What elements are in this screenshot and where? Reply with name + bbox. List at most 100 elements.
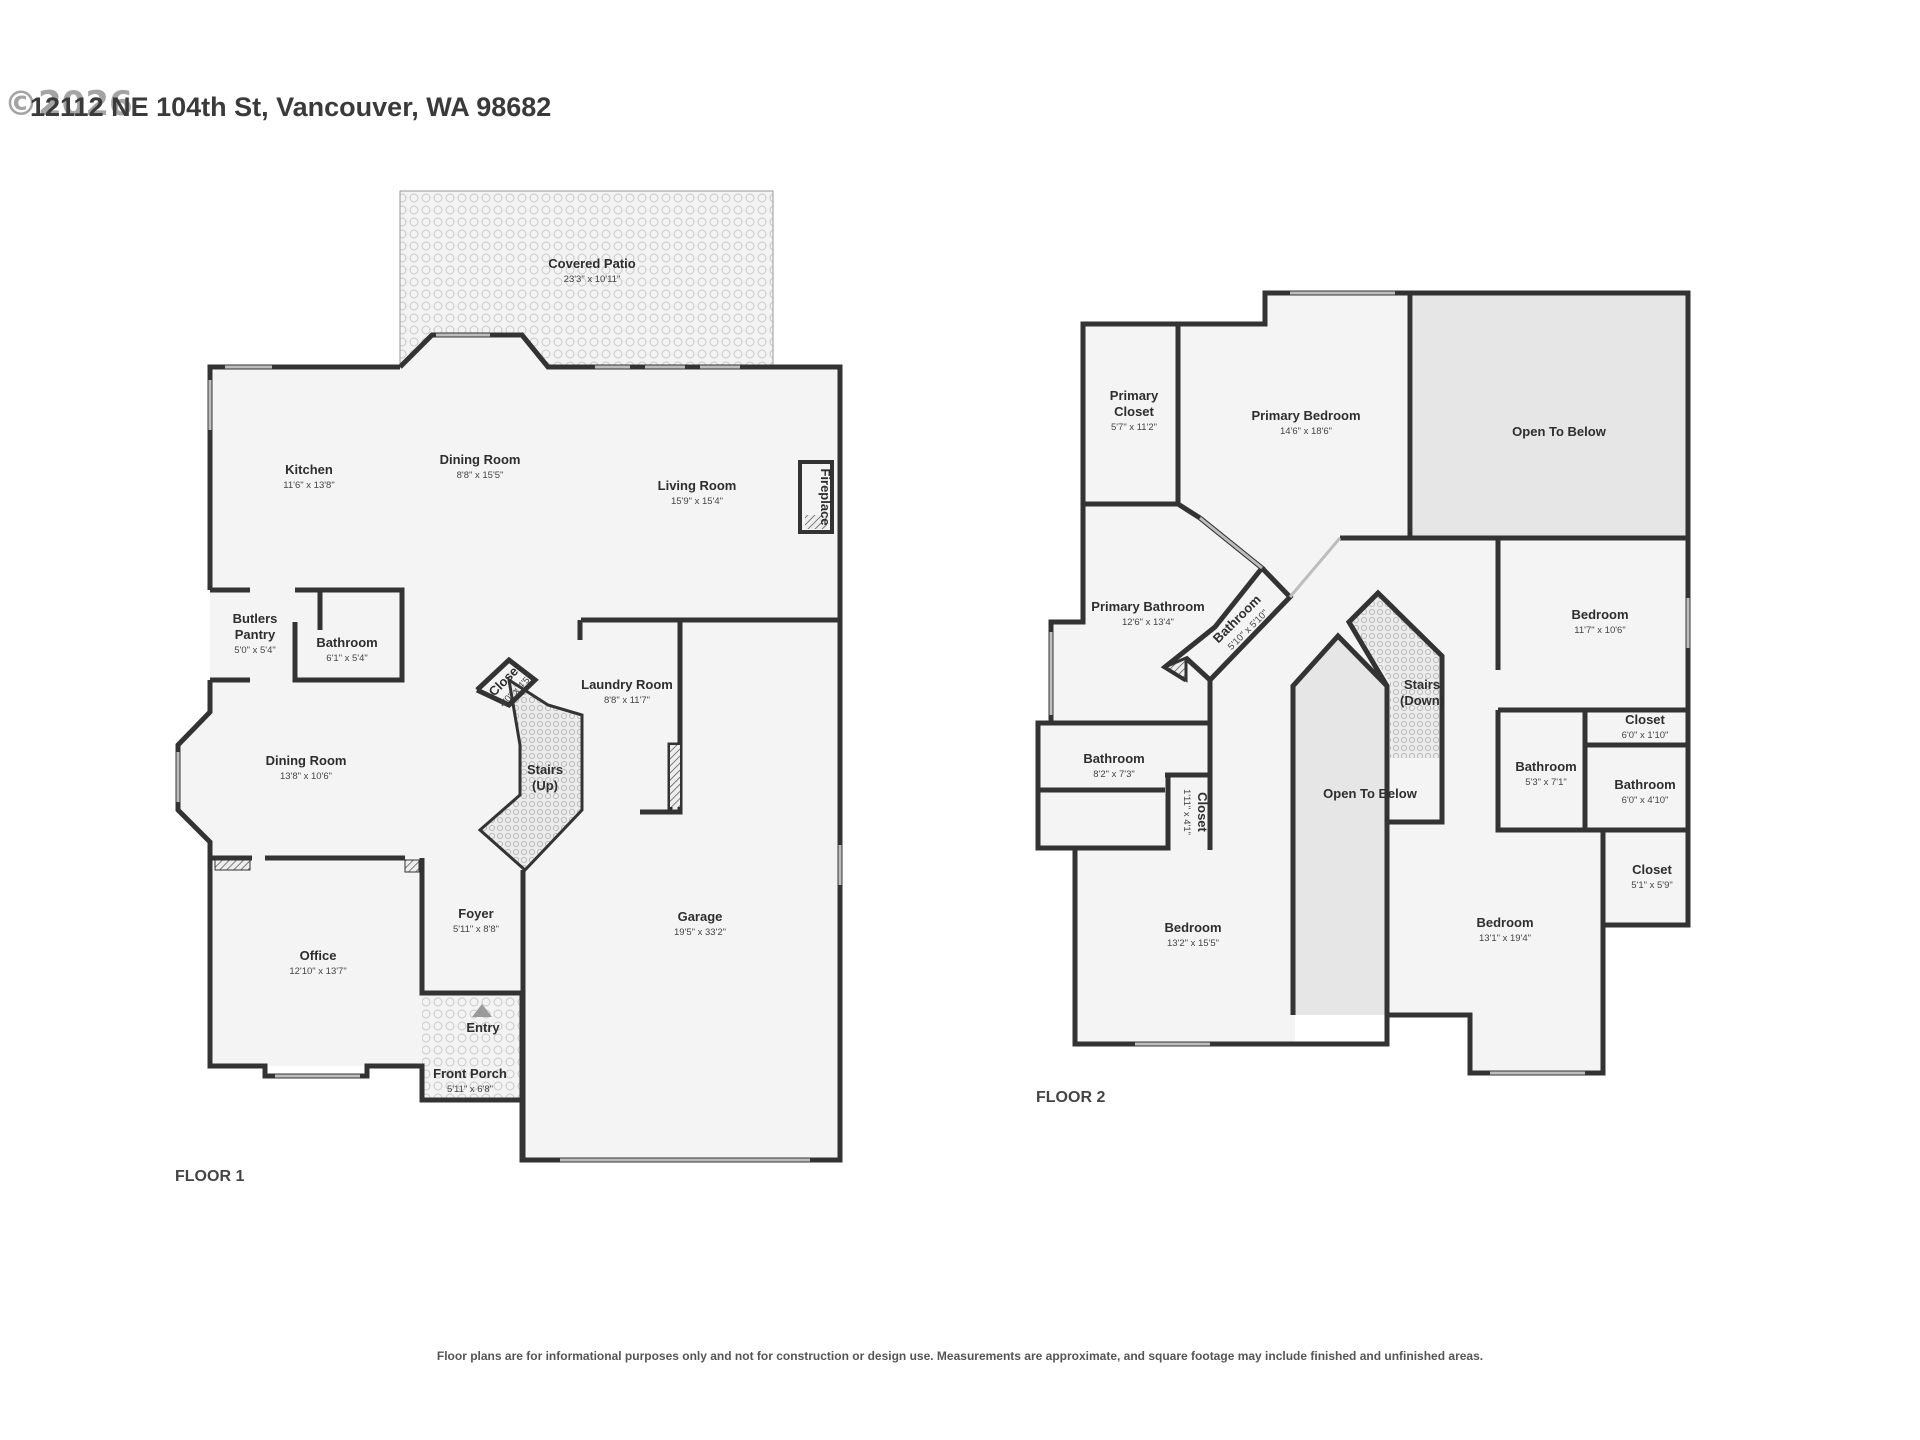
front-porch-area — [422, 993, 522, 1100]
room-label-living-room: Living Room 15'9" x 15'4" — [658, 478, 737, 507]
room-dimensions: 6'0" x 1'10" — [1622, 730, 1669, 741]
copyright-watermark: ©2026 — [4, 84, 133, 124]
open-to-below-1-area — [1413, 293, 1688, 536]
room-name: Bathroom — [316, 635, 377, 650]
room-name: Closet — [1632, 862, 1672, 877]
room-name: Kitchen — [285, 462, 333, 477]
room-name: Front Porch — [433, 1066, 507, 1081]
room-name: Fireplace — [818, 468, 833, 525]
room-dimensions: 6'1" x 5'4" — [326, 653, 368, 664]
room-label-closet-ne: Closet 6'0" x 1'10" — [1622, 712, 1669, 741]
room-dimensions: 15'9" x 15'4" — [671, 496, 723, 507]
room-name: Office — [300, 948, 337, 963]
room-name: Entry — [466, 1020, 500, 1035]
room-label-bedroom-se: Bedroom 13'1" x 19'4" — [1476, 915, 1533, 944]
room-dimensions: 23'3" x 10'11" — [564, 274, 621, 285]
disclaimer-text: Floor plans are for informational purpos… — [436, 1349, 1484, 1363]
room-dimensions: 5'11" x 8'8" — [453, 924, 499, 935]
room-label-stairs-up: Stairs(Up) — [527, 762, 563, 793]
room-name: Foyer — [458, 906, 493, 921]
open-to-below-2-area — [1293, 636, 1387, 1015]
room-dimensions: 5'0" x 5'4" — [234, 645, 276, 656]
room-label-foyer: Foyer 5'11" x 8'8" — [453, 906, 499, 935]
room-dimensions: 5'1" x 5'9" — [1631, 880, 1673, 891]
room-name: (Down) — [1400, 693, 1444, 708]
room-name: Closet — [1625, 712, 1665, 727]
room-name: Open To Below — [1512, 424, 1607, 439]
room-label-laundry-room: Laundry Room 8'8" x 11'7" — [581, 677, 673, 706]
room-dimensions: 5'3" x 7'1" — [1525, 777, 1567, 788]
room-dimensions: 13'8" x 10'6" — [280, 771, 332, 782]
room-label-front-porch: Front Porch 5'11" x 6'8" — [433, 1066, 507, 1095]
property-address-title: 12112 NE 104th St, Vancouver, WA 98682 — [30, 92, 552, 122]
room-label-garage: Garage 19'5" x 33'2" — [674, 909, 726, 938]
room-name: Pantry — [235, 627, 276, 642]
room-dimensions: 5'7" x 11'2" — [1111, 422, 1157, 433]
room-label-kitchen: Kitchen 11'6" x 13'8" — [283, 462, 334, 491]
room-label-bathroom: Bathroom 6'1" x 5'4" — [316, 635, 377, 664]
room-name: Open To Below — [1323, 786, 1418, 801]
room-dimensions: 12'6" x 13'4" — [1122, 617, 1174, 628]
room-dimensions: 11'6" x 13'8" — [283, 480, 334, 491]
room-dimensions: 14'6" x 18'6" — [1280, 426, 1332, 437]
room-name: Butlers — [233, 611, 278, 626]
room-label-bedroom-sw: Bedroom 13'2" x 15'5" — [1164, 920, 1221, 949]
room-label-primary-bedroom: Primary Bedroom 14'6" x 18'6" — [1251, 408, 1360, 437]
room-name: Bedroom — [1476, 915, 1533, 930]
room-name: (Up) — [532, 778, 558, 793]
room-dimensions: 5'11" x 6'8" — [447, 1084, 493, 1095]
room-label-open-to-below-2: Open To Below — [1323, 786, 1418, 801]
room-label-dining-room-2: Dining Room 13'8" x 10'6" — [266, 753, 347, 782]
room-label-primary-bathroom: Primary Bathroom 12'6" x 13'4" — [1091, 599, 1204, 628]
floor-1-label: FLOOR 1 — [175, 1168, 245, 1185]
room-dimensions: 8'8" x 11'7" — [604, 695, 650, 706]
room-name: Stairs — [527, 762, 563, 777]
room-dimensions: 12'10" x 13'7" — [289, 966, 346, 977]
room-dimensions: 19'5" x 33'2" — [674, 927, 726, 938]
room-label-covered-patio: Covered Patio 23'3" x 10'11" — [548, 256, 635, 285]
room-name: Dining Room — [440, 452, 521, 467]
room-dimensions: 8'8" x 15'5" — [457, 470, 504, 481]
floor-2-label: FLOOR 2 — [1036, 1089, 1106, 1106]
room-name: Bedroom — [1571, 607, 1628, 622]
room-name: Living Room — [658, 478, 737, 493]
room-label-closet-se: Closet 5'1" x 5'9" — [1631, 862, 1673, 891]
room-dimensions: 8'2" x 7'3" — [1093, 769, 1135, 780]
room-dimensions: 13'1" x 19'4" — [1479, 933, 1531, 944]
room-name: Garage — [678, 909, 723, 924]
room-name: Covered Patio — [548, 256, 635, 271]
room-name: Stairs — [1404, 677, 1440, 692]
room-name: Bedroom — [1164, 920, 1221, 935]
entry-arrow-icon — [472, 1004, 492, 1017]
room-name: Bathroom — [1614, 777, 1675, 792]
room-label-fireplace: Fireplace — [818, 468, 833, 525]
room-name: Laundry Room — [581, 677, 673, 692]
room-label-bathroom-e: Bathroom 6'0" x 4'10" — [1614, 777, 1675, 806]
room-label-bathroom-c: Bathroom 5'3" x 7'1" — [1515, 759, 1576, 788]
room-name: Bathroom — [1515, 759, 1576, 774]
room-name: Closet — [1114, 404, 1154, 419]
room-label-entry: Entry — [466, 1020, 500, 1035]
room-dimensions: 1'11" x 4'1" — [1181, 789, 1192, 835]
room-dimensions: 13'2" x 15'5" — [1167, 938, 1219, 949]
room-dimensions: 6'0" x 4'10" — [1622, 795, 1669, 806]
room-label-dining-room-1: Dining Room 8'8" x 15'5" — [440, 452, 521, 481]
room-label-open-to-below-1: Open To Below — [1512, 424, 1607, 439]
floor-2-plan — [1035, 290, 1691, 1076]
room-label-office: Office 12'10" x 13'7" — [289, 948, 346, 977]
room-name: Dining Room — [266, 753, 347, 768]
room-name: Closet — [1195, 792, 1210, 832]
room-name: Primary Bathroom — [1091, 599, 1204, 614]
room-label-bedroom-ne: Bedroom 11'7" x 10'6" — [1571, 607, 1628, 636]
room-label-stairs-down: Stairs(Down) — [1400, 677, 1444, 708]
room-label-bathroom-w: Bathroom 8'2" x 7'3" — [1083, 751, 1144, 780]
floor-1-main-slab — [178, 335, 840, 1160]
room-dimensions: 11'7" x 10'6" — [1574, 625, 1625, 636]
room-name: Bathroom — [1083, 751, 1144, 766]
room-name: Primary — [1110, 388, 1159, 403]
room-name: Primary Bedroom — [1251, 408, 1360, 423]
